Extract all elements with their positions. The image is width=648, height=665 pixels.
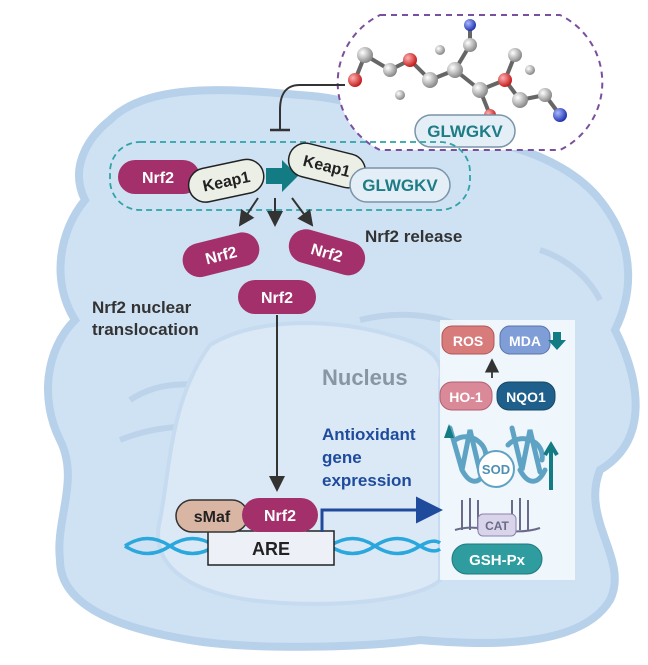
- complex-region: [109, 141, 471, 211]
- nrf2-label: Nrf2: [261, 290, 293, 307]
- are-label: ARE: [252, 539, 290, 559]
- nqo1-pill: [496, 381, 556, 411]
- peptide-bound-pill: [349, 167, 451, 203]
- ho1-pill: [439, 381, 493, 411]
- antioxidant-line2: gene: [322, 448, 362, 467]
- translocation-label-line2: translocation: [92, 320, 199, 339]
- up-arrow-icon: [444, 424, 454, 438]
- antioxidant-line3: expression: [322, 471, 412, 490]
- ho1-label: HO-1: [449, 389, 483, 405]
- cat-label: CAT: [485, 519, 509, 533]
- released-nrf2-left: [182, 232, 260, 278]
- released-nrf2-right: [288, 229, 366, 276]
- smaf-label: sMaf: [194, 509, 231, 526]
- translocation-label-line1: Nrf2 nuclear: [92, 298, 192, 317]
- peptide-top-pill: GLWGKV: [414, 114, 516, 148]
- sod-label: SOD: [482, 462, 510, 477]
- release-arrow-left: [238, 197, 259, 227]
- release-arrow-right: [291, 197, 314, 227]
- peptide-bound-label: GLWGKV: [362, 176, 438, 195]
- nrf2-label: Nrf2: [264, 508, 296, 525]
- gshpx-label: GSH-Px: [469, 552, 526, 569]
- nqo1-label: NQO1: [506, 389, 546, 405]
- keap1-pill: [187, 158, 265, 203]
- gshpx-pill: [451, 543, 543, 575]
- antioxidant-enzyme-structure: [447, 425, 548, 484]
- peptide-top-label: GLWGKV: [427, 122, 503, 141]
- ros-label: ROS: [453, 333, 483, 349]
- ball-and-stick-peptide-icon: [348, 19, 567, 122]
- ros-pill: [441, 325, 495, 355]
- mda-label: MDA: [509, 333, 541, 349]
- nrf2-pill: [118, 160, 200, 194]
- translocating-nrf2: [238, 280, 316, 314]
- sod-badge: [477, 450, 515, 488]
- dna-helix: [124, 536, 442, 556]
- up-arrow-icon: [543, 441, 559, 490]
- gene-expression-arrow: [320, 496, 443, 532]
- antioxidant-line1: Antioxidant: [322, 425, 416, 444]
- nucleus-label: Nucleus: [322, 365, 408, 390]
- nrf2-label: Nrf2: [142, 170, 174, 187]
- nrf2-keap1-complex: Nrf2 Keap1: [118, 158, 265, 203]
- cat-box: [477, 513, 517, 537]
- nrf2-release-label: Nrf2 release: [365, 227, 462, 246]
- keap1-peptide-complex: Keap1 GLWGKV: [287, 142, 451, 203]
- nuclear-nrf2: [242, 498, 318, 532]
- organelle-line: [539, 247, 603, 302]
- down-arrow-icon: [548, 332, 566, 350]
- inhibition-line: [279, 84, 345, 130]
